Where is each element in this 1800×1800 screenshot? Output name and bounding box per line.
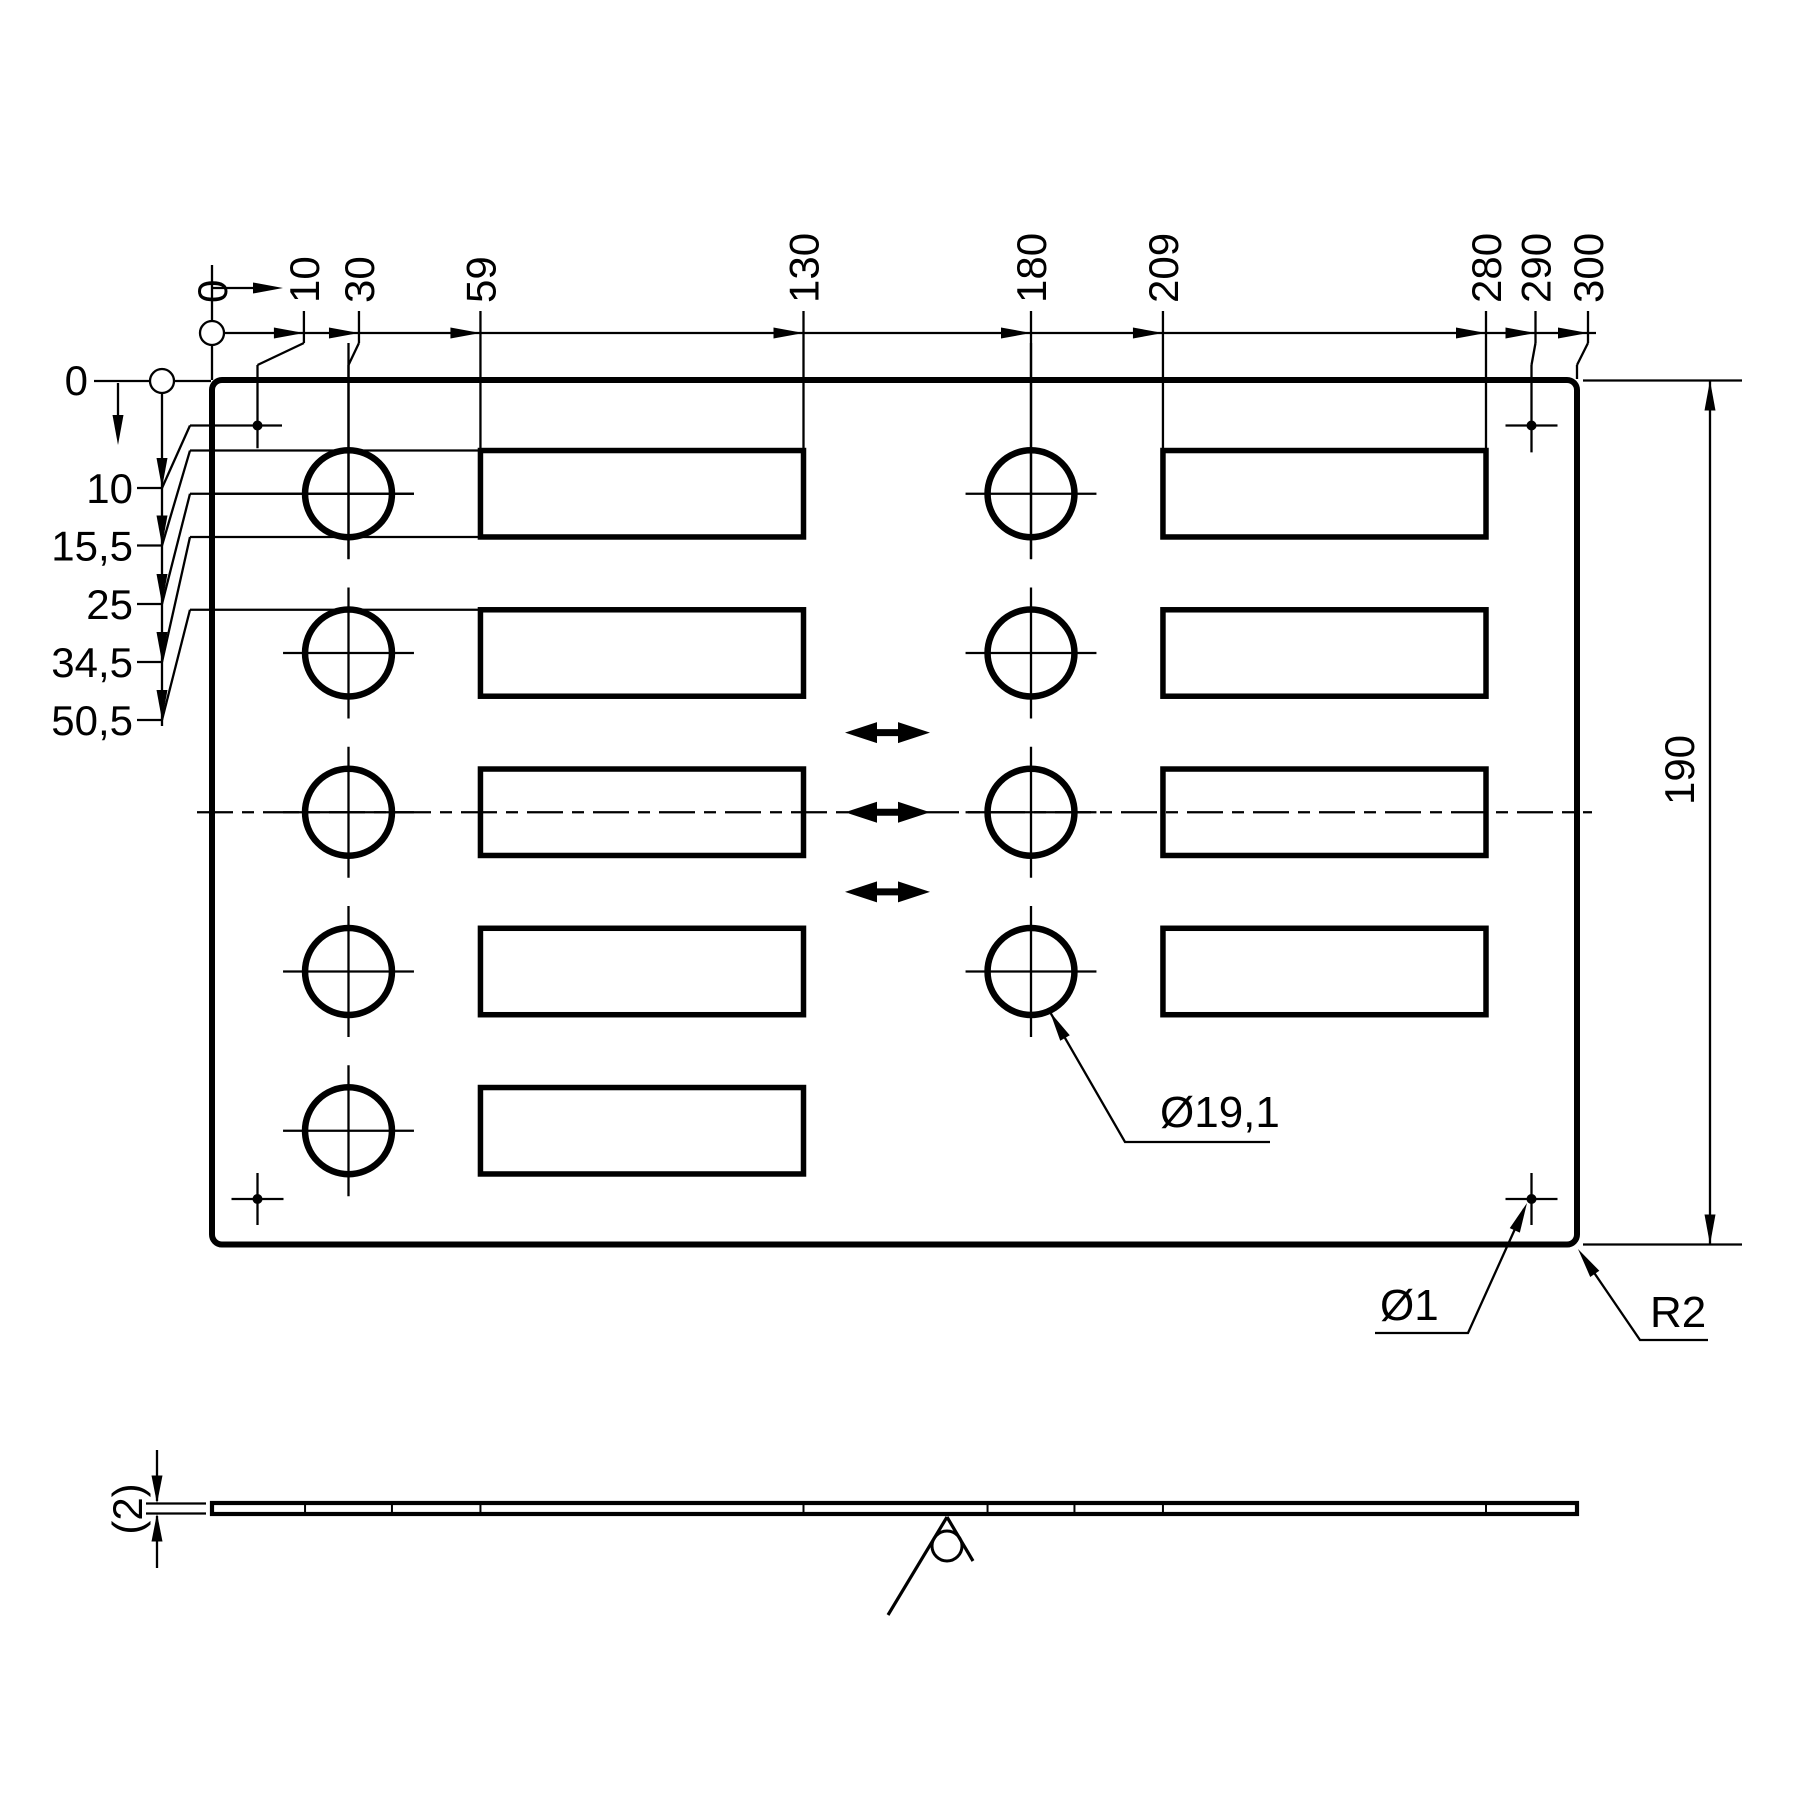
hole-circle [301, 1084, 396, 1178]
height-arrow-top [1704, 380, 1716, 411]
top-ordinate-bend [257, 341, 305, 367]
move-arrow-right [898, 722, 930, 744]
corner-radius-label: R2 [1650, 1288, 1706, 1337]
top-ordinate-label: 290 [1513, 233, 1560, 303]
pilot-callout-arrow [1509, 1203, 1527, 1233]
left-ordinate-arrow [156, 632, 168, 662]
side-view-plate [209, 1500, 1580, 1517]
left-ordinate-label: 50,5 [51, 697, 133, 744]
left-ordinate-label: 25 [86, 581, 133, 628]
hole-callout-arrow [1050, 1012, 1070, 1041]
top-direction-arrow [253, 282, 283, 294]
left-ordinate-bend [160, 493, 192, 605]
top-ordinate-arrow [1132, 327, 1163, 339]
thickness-label: (2) [104, 1483, 151, 1534]
top-ordinate-arrow [1505, 327, 1536, 339]
radius-callout-arrow [1578, 1249, 1600, 1277]
top-ordinate-bend [347, 342, 361, 366]
top-ordinate-bend [1575, 342, 1590, 366]
slot-opening [477, 607, 807, 699]
hole-circle [984, 606, 1078, 700]
pilot-callout-leader [1375, 1208, 1526, 1335]
slot-opening [477, 766, 807, 859]
slot-opening [477, 925, 807, 1018]
top-ordinate-arrow [328, 327, 359, 339]
top-ordinate-arrow [450, 327, 481, 339]
left-ordinate-arrow [156, 458, 168, 488]
left-ordinate-label: 10 [86, 465, 133, 512]
move-arrow-right [898, 881, 930, 903]
top-ordinate-arrow [1001, 327, 1031, 339]
slot-opening [1160, 766, 1489, 859]
slot-opening [1160, 447, 1489, 540]
height-dim-label: 190 [1656, 735, 1703, 805]
move-arrow-left [845, 722, 877, 744]
pilot-hole-label: Ø1 [1380, 1281, 1439, 1330]
left-ordinate-arrow [156, 690, 168, 720]
top-ordinate-label: 180 [1008, 233, 1055, 303]
thickness-arrow-bottom [151, 1513, 163, 1542]
left-ordinate-bend [160, 536, 192, 663]
left-ordinate-bend [160, 450, 192, 546]
height-arrow-bottom [1704, 1214, 1716, 1245]
left-ordinate-arrow [156, 515, 168, 546]
top-ordinate-label: 10 [281, 256, 328, 303]
left-ordinate-label: 15,5 [51, 523, 133, 570]
move-arrow-left [845, 801, 877, 823]
top-ordinate-bend [1530, 342, 1537, 366]
thickness-arrow-top [151, 1475, 163, 1504]
top-ordinate-arrow [773, 327, 804, 339]
plate-outline [209, 377, 1580, 1248]
left-ordinate-label: 0 [65, 357, 88, 404]
hole-diameter-label: Ø19,1 [1160, 1088, 1280, 1137]
left-ordinate-arrow [156, 574, 168, 604]
hole-circle [984, 924, 1078, 1019]
slot-opening [1160, 925, 1489, 1018]
hole-callout-leader [1049, 1011, 1270, 1144]
slot-opening [477, 447, 807, 540]
slot-opening [477, 1084, 807, 1177]
top-ordinate-label: 30 [336, 256, 383, 303]
top-ordinate-arrow [1558, 327, 1588, 339]
top-ordinate-label: 300 [1565, 233, 1612, 303]
top-ordinate-arrow [273, 327, 304, 339]
left-origin-circle [148, 367, 176, 395]
hole-circle [301, 765, 396, 859]
left-ordinate-bend [160, 425, 192, 489]
move-arrow-right [898, 801, 930, 823]
top-ordinate-label: 59 [457, 256, 504, 303]
surface-symbol-long-leg [886, 1516, 949, 1616]
surface-symbol-circle [930, 1529, 964, 1563]
left-ordinate-label: 34,5 [51, 639, 133, 686]
move-arrow-left [845, 881, 877, 903]
top-ordinate-label: 0 [189, 280, 236, 303]
top-ordinate-label: 209 [1140, 233, 1187, 303]
radius-callout-leader [1581, 1254, 1708, 1342]
hole-circle [984, 765, 1078, 859]
left-direction-arrow [112, 415, 124, 445]
top-origin-circle [198, 319, 226, 347]
left-ordinate-bend [160, 609, 192, 721]
top-ordinate-label: 280 [1463, 233, 1510, 303]
slot-opening [1160, 607, 1489, 699]
hole-circle [301, 924, 396, 1019]
top-ordinate-arrow [1456, 327, 1486, 339]
top-ordinate-label: 130 [781, 233, 828, 303]
